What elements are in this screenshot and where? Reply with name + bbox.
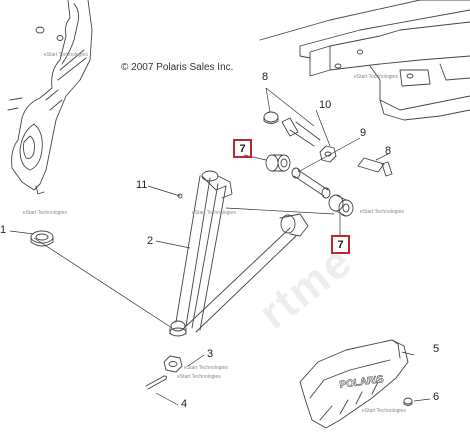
watermark-text: eStart Technologies <box>192 210 236 216</box>
copyright-text: © 2007 Polaris Sales Inc. <box>121 62 234 73</box>
cotter-pin-4 <box>145 375 168 390</box>
a-arm-guard <box>299 339 409 429</box>
watermark-text: eStart Technologies <box>177 374 221 380</box>
callout-7-highlighted: 7 <box>331 235 350 254</box>
callout-6: 6 <box>433 391 440 403</box>
callout-5: 5 <box>433 343 440 355</box>
sleeve-9 <box>291 167 331 199</box>
watermark-text: eStart Technologies <box>184 365 228 371</box>
watermark-text: eStart Technologies <box>362 408 406 414</box>
callout-7-highlighted: 7 <box>233 139 252 158</box>
callout-8: 8 <box>385 145 392 157</box>
callout-4: 4 <box>181 398 188 410</box>
callout-9: 9 <box>360 127 367 139</box>
frame <box>259 0 470 121</box>
nut-10 <box>319 145 337 163</box>
screw-6 <box>403 397 413 406</box>
callout-8: 8 <box>262 71 269 83</box>
callout-2: 2 <box>147 235 154 247</box>
callout-3: 3 <box>207 348 214 360</box>
watermark-text: eStart Technologies <box>23 210 67 216</box>
watermark-text: eStart Technologies <box>354 74 398 80</box>
bolt-right <box>357 157 393 177</box>
callout-11: 11 <box>136 179 148 191</box>
watermark-text: eStart Technologies <box>44 52 88 58</box>
bushing-7-lower <box>328 194 354 217</box>
watermark-text: eStart Technologies <box>360 209 404 215</box>
a-arm <box>169 170 309 337</box>
steering-knuckle <box>7 0 93 195</box>
callout-10: 10 <box>319 99 332 111</box>
nut-3 <box>163 355 183 373</box>
bolt-upper <box>263 111 321 147</box>
callout-1: 1 <box>0 224 7 236</box>
leader-lines <box>9 87 431 406</box>
bushing-7-upper <box>265 154 291 172</box>
guard-brand-text: POLARIS <box>339 374 385 391</box>
